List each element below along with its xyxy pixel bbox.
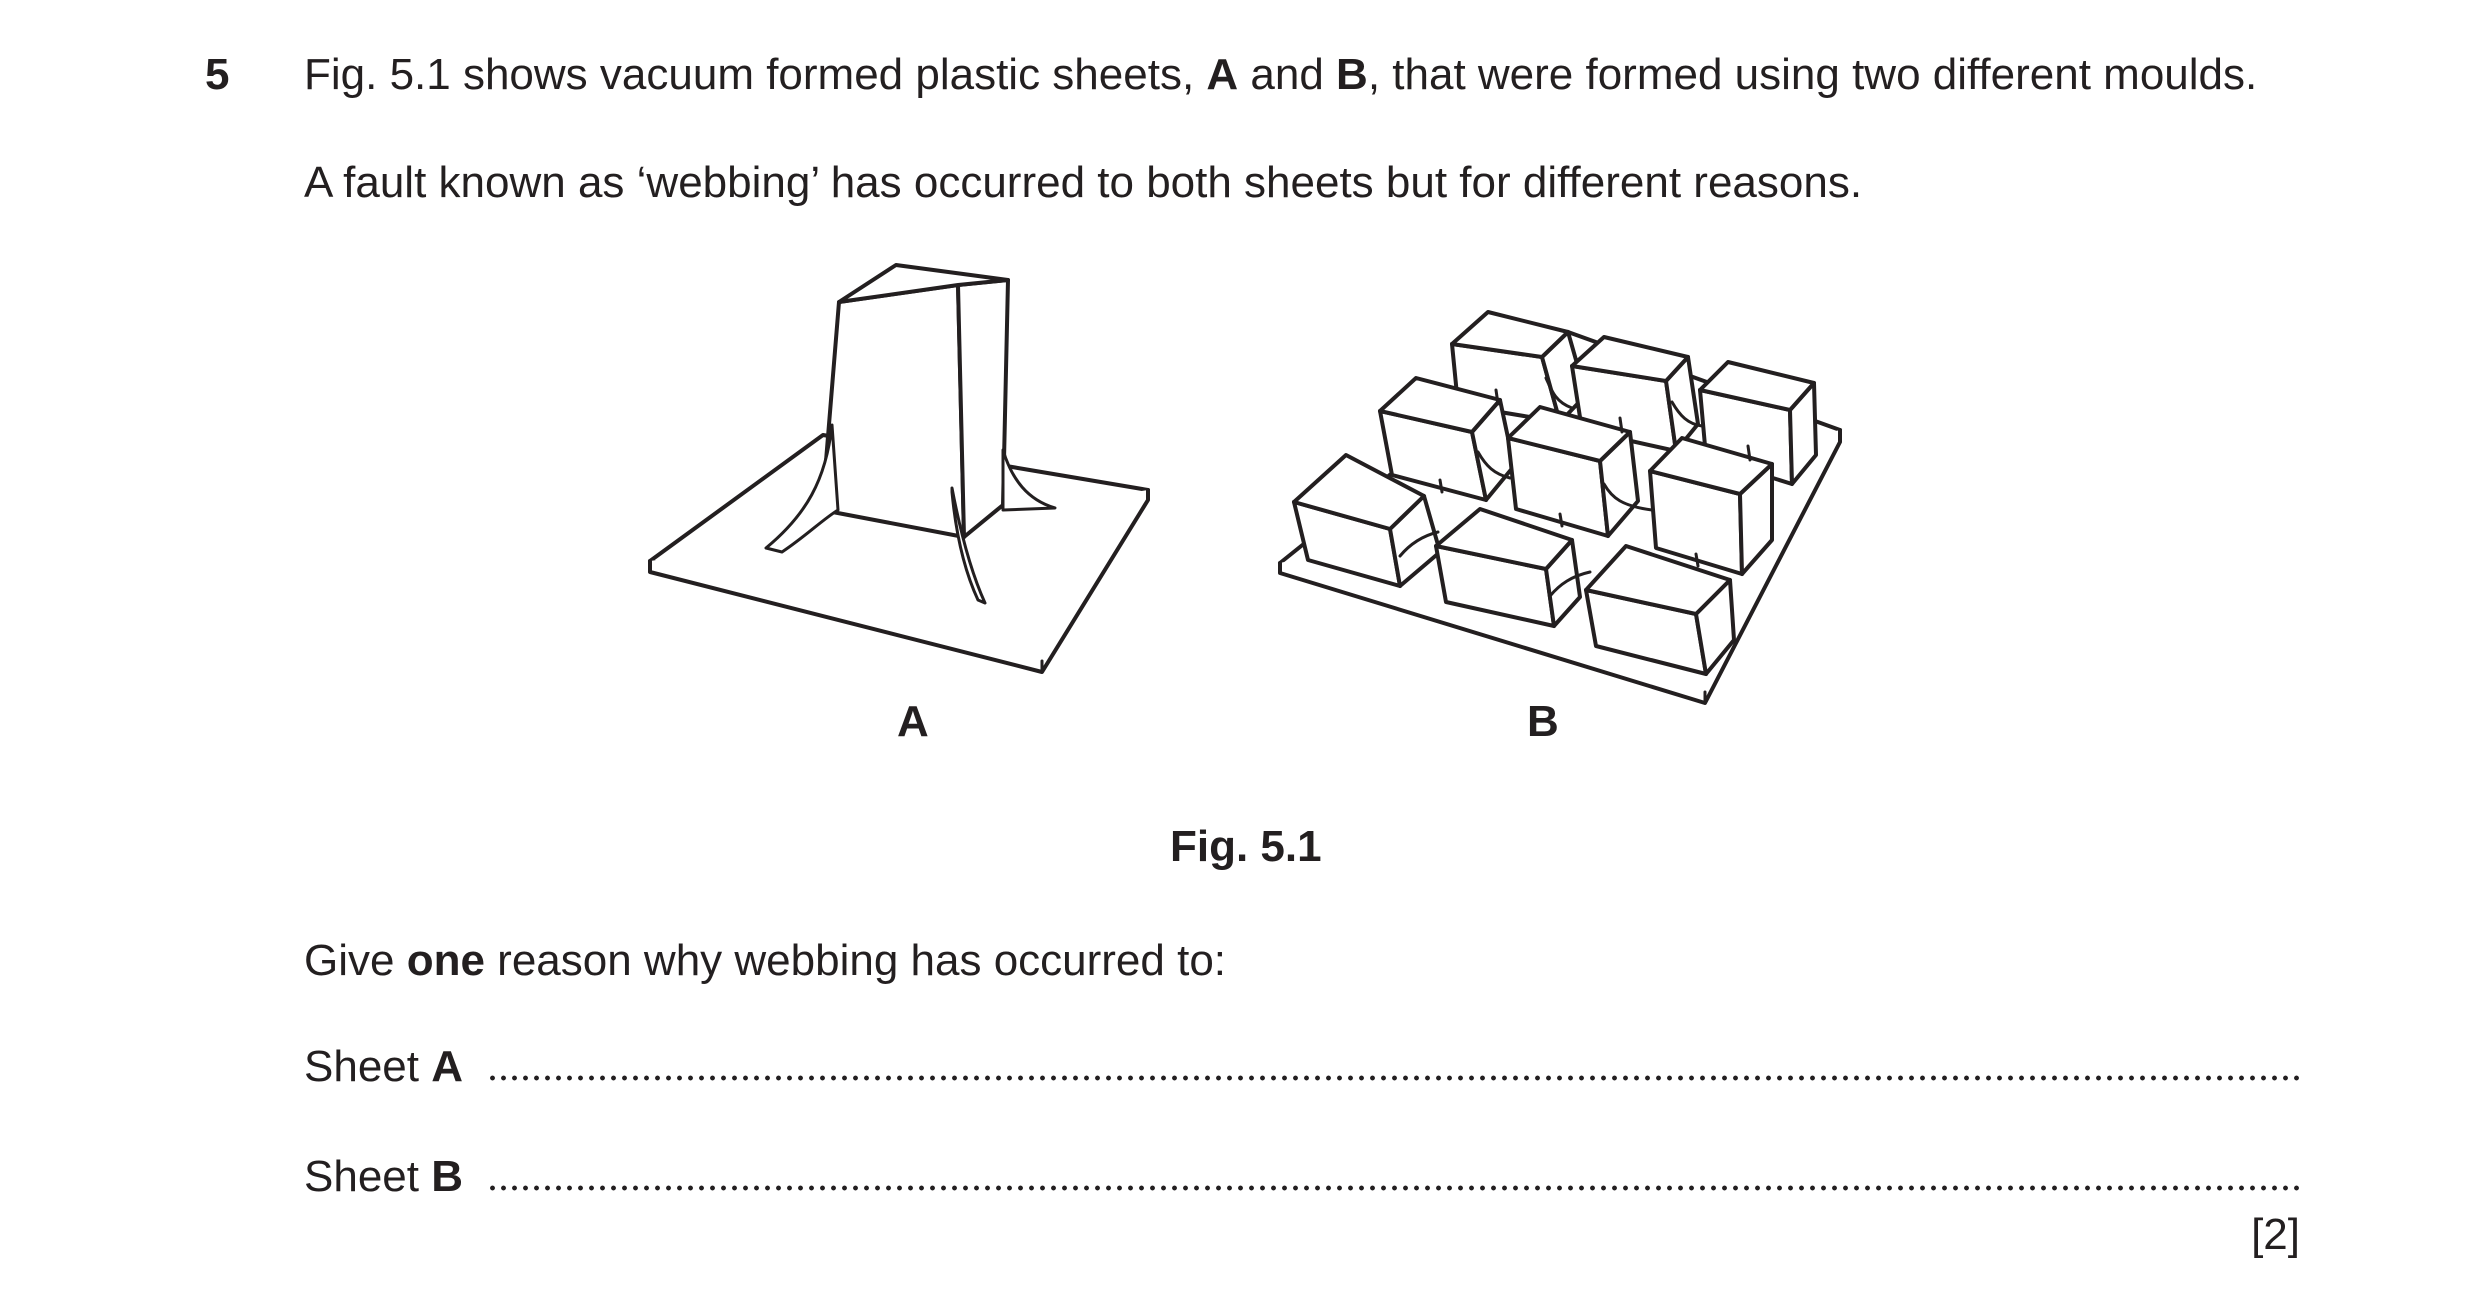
figure-label-b: B [1527,697,1559,746]
sheet-a-web-right-side [1001,448,1057,512]
intro-sheet-b: B [1336,50,1368,99]
answer-prompt: Give one reason why webbing has occurred… [304,934,2300,988]
fault-sentence: A fault known as ‘webbing’ has occurred … [304,158,1863,207]
question-intro: Fig. 5.1 shows vacuum formed plastic she… [304,48,2300,102]
sheet-b-webbing [1398,376,1752,598]
figure-5-1 [648,263,1842,705]
answer-label-sheet-a: Sheet A [304,1040,463,1094]
sheet-a-block-right [956,278,1010,539]
answer-line-sheet-a[interactable] [487,1072,2300,1084]
answer-prefix: Sheet [304,1152,432,1201]
answer-letter: B [431,1152,463,1201]
answer-row-sheet-b: Sheet B [304,1150,2300,1204]
sheet-a-block-top [837,263,1010,304]
marks-allocation: [2] [2251,1210,2300,1259]
sheet-a-block-left [820,283,966,539]
intro-sheet-a: A [1206,50,1239,99]
answer-row-sheet-a: Sheet A [304,1040,2300,1094]
intro-text-1: Fig. 5.1 shows vacuum formed plastic she… [304,50,1207,99]
prompt-emphasis: one [406,936,485,985]
intro-text-2: , that were formed using two different m… [1367,50,2258,99]
figure-label-a: A [897,697,929,746]
answer-line-sheet-b[interactable] [487,1182,2300,1194]
sheet-a-web-left [764,423,840,554]
sheet-b-cube-9 [1584,544,1736,676]
intro-and: and [1238,50,1337,99]
prompt-text-1: Give [304,936,407,985]
sheet-b-drawing [1278,310,1842,705]
answer-letter: A [431,1042,463,1091]
prompt-text-2: reason why webbing has occurred to: [484,936,1227,985]
sheet-a-drawing [648,263,1150,674]
sheet-a-web-right-front [950,486,987,605]
sheet-b-cube-6 [1648,436,1774,576]
figure-caption: Fig. 5.1 [1170,822,1322,871]
question-number: 5 [205,50,230,99]
answer-label-sheet-b: Sheet B [304,1150,463,1204]
answer-prefix: Sheet [304,1042,432,1091]
sheet-b-cube-5 [1506,405,1640,538]
